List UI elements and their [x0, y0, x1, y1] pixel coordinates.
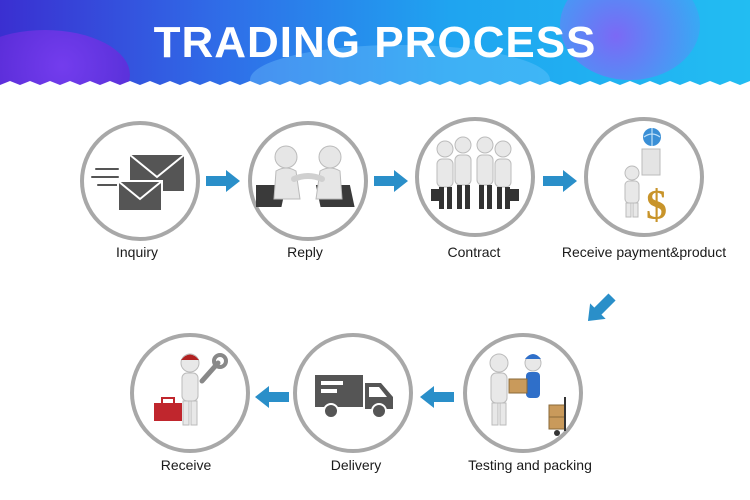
step-reply: [248, 121, 368, 241]
step-label: Testing and packing: [468, 457, 592, 473]
dollar-globe-icon: $: [624, 128, 667, 229]
step-delivery: [293, 333, 413, 453]
step-label: Reply: [287, 244, 323, 260]
step-inquiry: [80, 121, 200, 241]
step-label: Inquiry: [115, 244, 159, 260]
title-banner: TRADING PROCESS: [0, 0, 750, 88]
arrow-left-icon: [255, 386, 289, 408]
step-ring: [415, 117, 535, 237]
step-label: Receive: [160, 457, 212, 473]
step-ring: [293, 333, 413, 453]
arrow-right-icon: [374, 170, 408, 192]
envelope-icon: [91, 154, 185, 212]
step-ring: $: [584, 117, 704, 237]
step-ring: [248, 121, 368, 241]
step-ring: [130, 333, 250, 453]
step-receive-payment: $: [584, 117, 704, 237]
page-title: TRADING PROCESS: [153, 18, 597, 67]
step-ring: [80, 121, 200, 241]
step-contract: [415, 117, 535, 237]
packing-icon: [489, 353, 566, 436]
arrow-right-icon: [543, 170, 577, 192]
repairman-icon: [154, 353, 228, 426]
step-label: Receive payment&product: [561, 244, 727, 260]
arrow-down-left-icon: [587, 293, 616, 322]
step-testing-packing: [463, 333, 583, 453]
step-label: Delivery: [330, 457, 382, 473]
step-label: Contract: [447, 244, 501, 260]
arrow-right-icon: [206, 170, 240, 192]
truck-icon: [315, 375, 393, 419]
svg-text:$: $: [646, 183, 667, 229]
handshake-icon: [256, 145, 355, 207]
step-ring: [463, 333, 583, 453]
arrow-left-icon: [420, 386, 454, 408]
team-huddle-icon: [431, 136, 519, 209]
step-receive: [130, 333, 250, 453]
